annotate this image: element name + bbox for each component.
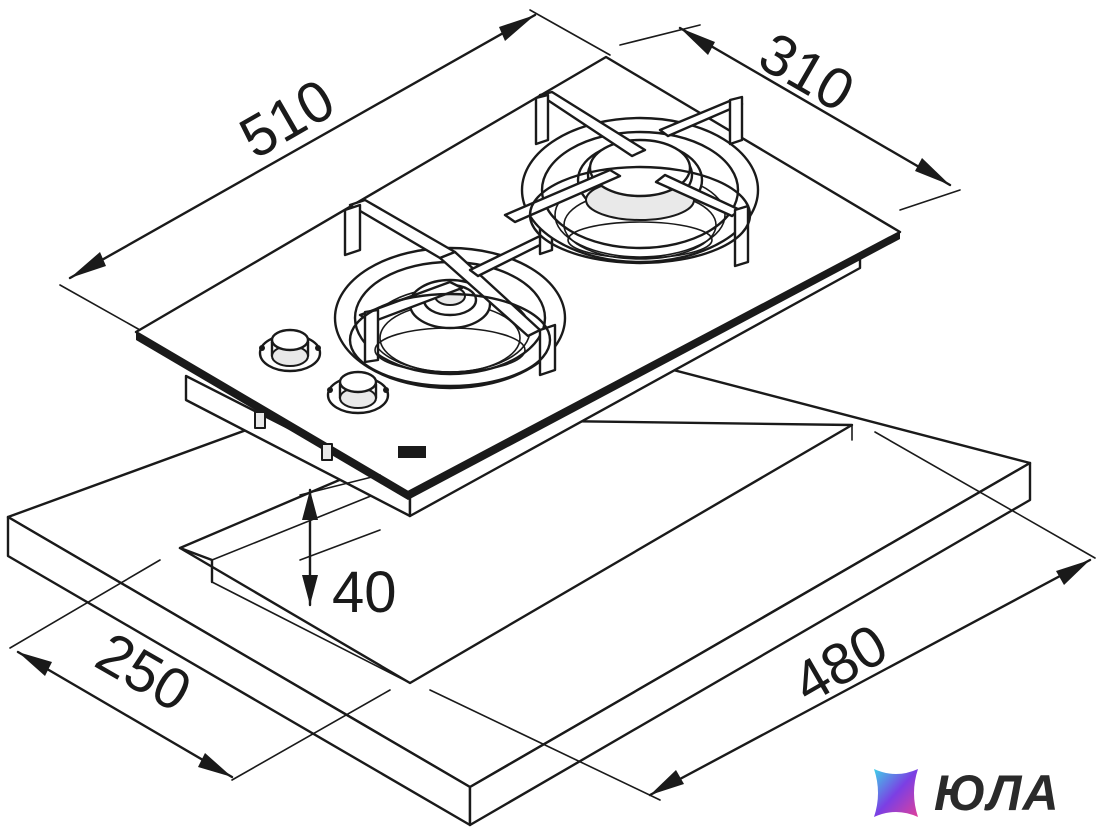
dimension-label-40: 40 <box>332 560 397 625</box>
brand-badge <box>398 446 426 458</box>
dimension-label-510: 510 <box>229 67 345 172</box>
brand-watermark: ЮЛА <box>866 762 1096 824</box>
dimension-40: 40 <box>299 474 397 625</box>
dimension-label-310: 310 <box>749 20 865 125</box>
knob-right <box>326 370 390 415</box>
control-knobs <box>258 328 390 415</box>
burner-small <box>333 194 567 390</box>
knob-left <box>258 328 322 373</box>
brand-name: ЮЛА <box>934 765 1060 821</box>
burner-large <box>503 90 760 268</box>
yula-star-icon <box>874 769 918 817</box>
